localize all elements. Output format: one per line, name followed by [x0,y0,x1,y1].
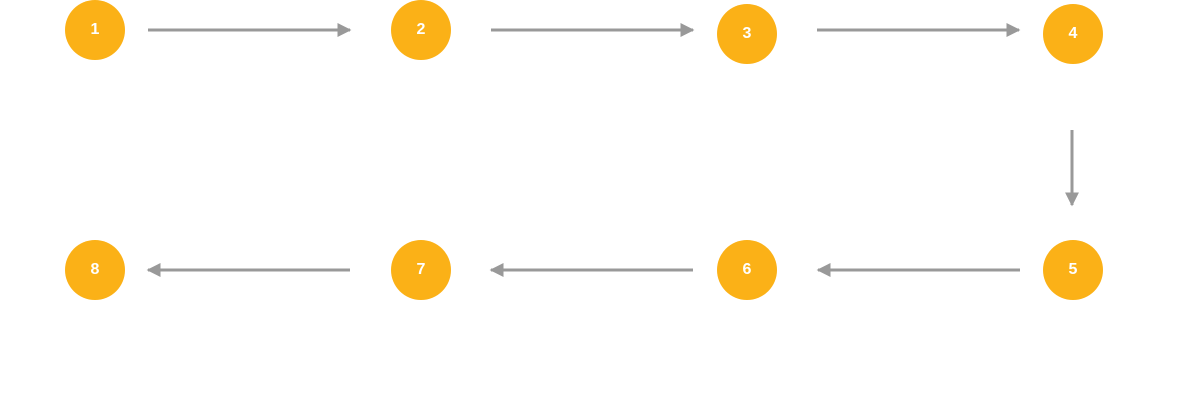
step-label: 8 [90,261,100,278]
step-node-1: 1 [65,0,125,60]
step-node-2: 2 [391,0,451,60]
step-node-7: 7 [391,240,451,300]
step-node-8: 8 [65,240,125,300]
step-node-5: 5 [1043,240,1103,300]
step-label: 3 [742,25,752,42]
step-label: 1 [90,21,100,38]
step-label: 4 [1068,25,1078,42]
step-label: 7 [416,261,426,278]
step-node-3: 3 [717,4,777,64]
step-label: 5 [1068,261,1078,278]
step-label: 6 [742,261,752,278]
step-node-4: 4 [1043,4,1103,64]
step-node-6: 6 [717,240,777,300]
step-label: 2 [416,21,426,38]
